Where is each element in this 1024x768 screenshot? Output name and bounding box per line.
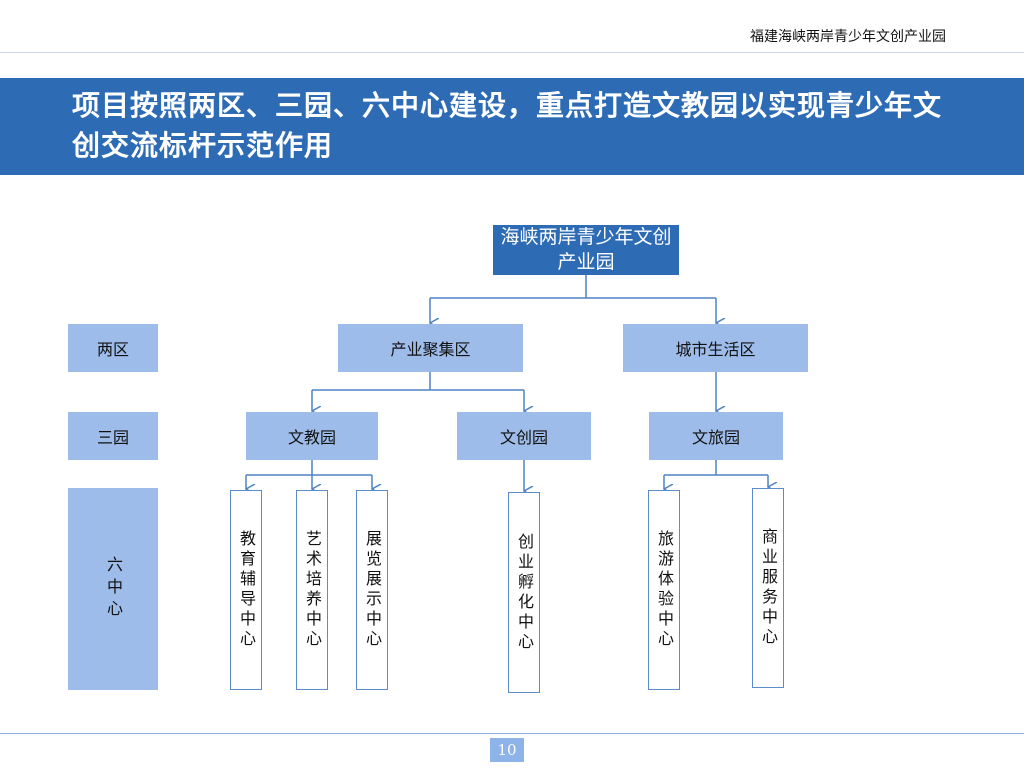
center-node: 创业孵化中心	[508, 492, 540, 693]
park-node: 文教园	[246, 412, 378, 460]
park-node: 文创园	[457, 412, 591, 460]
center-node: 教育辅导中心	[230, 490, 262, 690]
header-org-title: 福建海峡两岸青少年文创产业园	[750, 29, 946, 45]
zone-node: 产业聚集区	[338, 324, 523, 372]
park-node: 文旅园	[649, 412, 783, 460]
row-label-parks: 三园	[68, 412, 158, 460]
row-label-centers-box: 六中心	[68, 488, 158, 690]
title-banner	[0, 78, 1024, 175]
center-node: 商业服务中心	[752, 488, 784, 688]
row-label-centers: 六中心	[104, 556, 123, 622]
center-node: 艺术培养中心	[296, 490, 328, 690]
root-node: 海峡两岸青少年文创产业园	[493, 225, 679, 275]
center-node: 旅游体验中心	[648, 490, 680, 690]
row-label-zones: 两区	[68, 324, 158, 372]
header-divider	[0, 52, 1024, 53]
center-node: 展览展示中心	[356, 490, 388, 690]
slide-title: 项目按照两区、三园、六中心建设，重点打造文教园以实现青少年文创交流标杆示范作用	[72, 89, 943, 162]
page-number: 10	[490, 738, 524, 762]
zone-node: 城市生活区	[623, 324, 808, 372]
footer-divider	[0, 733, 1024, 734]
